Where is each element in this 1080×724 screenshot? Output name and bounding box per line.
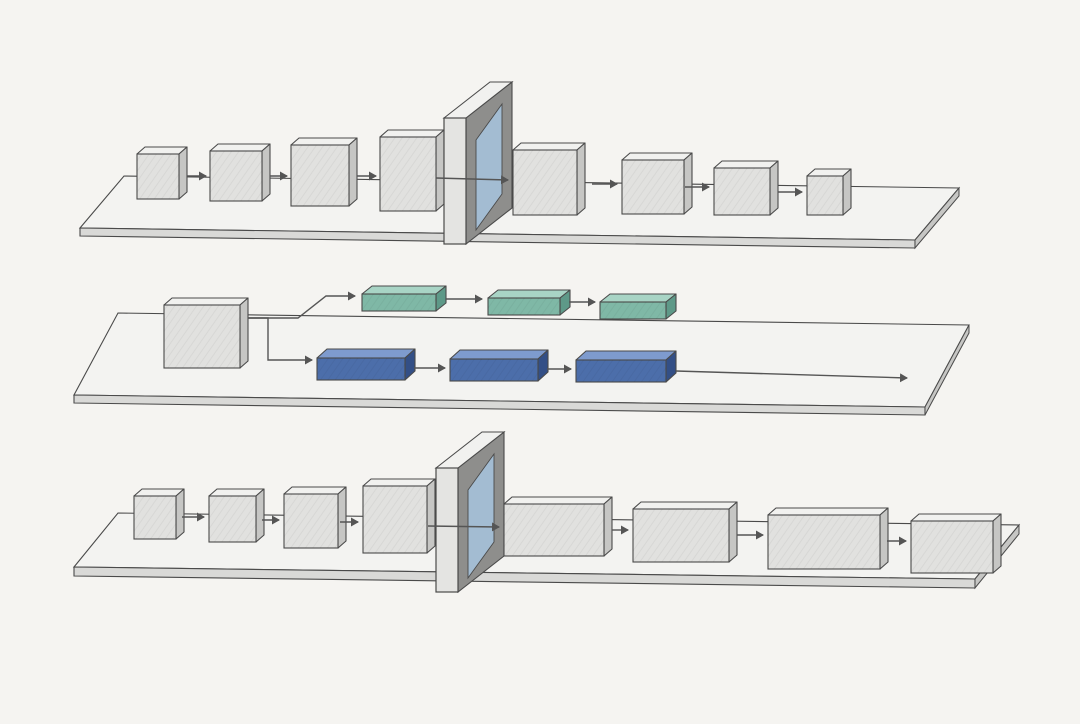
row3-block-1 xyxy=(133,488,185,540)
row1-block-4-shading xyxy=(380,137,436,211)
row2-blue-block-1-top xyxy=(316,348,416,359)
row1-arrow-4 xyxy=(435,175,509,185)
row1-block-5-top xyxy=(512,142,586,151)
row2-blue-block-1-shading xyxy=(317,358,405,380)
row3-block-6 xyxy=(632,501,738,563)
row1-platform-side xyxy=(914,186,960,250)
row1-block-5 xyxy=(512,142,586,216)
row1-block-3 xyxy=(290,137,358,207)
row3-block-3-shading xyxy=(284,494,338,548)
row1-block-2-top xyxy=(209,143,271,152)
row2-blue-block-2-shading xyxy=(450,359,538,381)
row2-teal-block-3-top xyxy=(599,293,677,303)
row3-block-4-shading xyxy=(363,486,427,553)
row3-block-7-side xyxy=(879,507,889,570)
row2-branch-arrow-teal xyxy=(248,291,356,319)
row3-block-8-top xyxy=(910,513,1002,522)
row2-output-arrow xyxy=(675,370,908,383)
row1-block-2-side xyxy=(261,143,271,202)
row1-block-7-top xyxy=(713,160,779,169)
row2-teal-block-1 xyxy=(361,285,447,312)
row3-block-2-side xyxy=(255,488,265,543)
row3-block-3-top xyxy=(283,486,347,495)
row1-block-1 xyxy=(136,146,188,200)
row2-blue-block-3-top xyxy=(575,350,677,361)
row1-gate-pillar xyxy=(443,117,467,245)
row2-blue-block-3-shading xyxy=(576,360,666,382)
row3-gate-glass xyxy=(467,452,495,580)
row1-block-1-shading xyxy=(137,154,179,199)
row1-block-7-shading xyxy=(714,168,770,215)
row1-block-2-shading xyxy=(210,151,262,201)
row2-source-block-top xyxy=(163,297,249,306)
row3-block-2-shading xyxy=(209,496,256,542)
row2-platform-side xyxy=(924,324,970,416)
row1-block-8 xyxy=(806,168,852,216)
row1-block-2 xyxy=(209,143,271,202)
row2-teal-block-1-shading xyxy=(362,294,436,311)
row2-teal-block-3-shading xyxy=(600,302,666,319)
row2-branch-arrow-blue xyxy=(248,317,313,365)
row3-block-2 xyxy=(208,488,265,543)
row2-blue-block-2 xyxy=(449,349,549,382)
row3-block-8-side xyxy=(992,513,1002,574)
row1-block-7-side xyxy=(769,160,779,216)
row2-source-block xyxy=(163,297,249,369)
row1-gate xyxy=(442,80,514,246)
row2-blue-block-2-top xyxy=(449,349,549,360)
row2-teal-block-2 xyxy=(487,289,571,316)
row3-block-1-shading xyxy=(134,496,176,539)
row1-block-8-side xyxy=(842,168,852,216)
row3-block-1-side xyxy=(175,488,185,540)
row1-block-6-side xyxy=(683,152,693,215)
row1-block-6-top xyxy=(621,152,693,161)
row3-block-3-side xyxy=(337,486,347,549)
row2-teal-block-3 xyxy=(599,293,677,320)
row3-block-6-shading xyxy=(633,509,729,562)
row1-block-3-side xyxy=(348,137,358,207)
row1-block-5-side xyxy=(576,142,586,216)
row3-block-8-shading xyxy=(911,521,993,573)
row1-block-4-side xyxy=(435,129,445,212)
row1-block-8-shading xyxy=(807,176,843,215)
row1-block-6 xyxy=(621,152,693,215)
row1-gate-glass xyxy=(475,102,503,232)
row3-block-6-side xyxy=(728,501,738,563)
row3-block-2-top xyxy=(208,488,265,497)
row3-gate-pillar xyxy=(435,467,459,593)
row3-block-5 xyxy=(503,496,613,557)
row1-block-1-side xyxy=(178,146,188,200)
row3-arrow-4 xyxy=(427,522,500,532)
row1-block-6-shading xyxy=(622,160,684,214)
row3-block-8 xyxy=(910,513,1002,574)
row1-block-3-top xyxy=(290,137,358,146)
row2-teal-block-2-shading xyxy=(488,298,560,315)
row2-source-block-shading xyxy=(164,305,240,368)
row3-block-6-top xyxy=(632,501,738,510)
row3-block-7-shading xyxy=(768,515,880,569)
row3-block-4-top xyxy=(362,478,436,487)
row3-block-4-side xyxy=(426,478,436,554)
row1-block-4-top xyxy=(379,129,445,138)
row3-block-7-top xyxy=(767,507,889,516)
row2-teal-block-1-top xyxy=(361,285,447,295)
row2-teal-block-2-top xyxy=(487,289,571,299)
row1-block-4 xyxy=(379,129,445,212)
row3-block-5-top xyxy=(503,496,613,505)
row3-block-7 xyxy=(767,507,889,570)
row3-block-5-shading xyxy=(504,504,604,556)
row1-block-3-shading xyxy=(291,145,349,206)
row3-block-4 xyxy=(362,478,436,554)
row1-block-7 xyxy=(713,160,779,216)
row2-source-block-side xyxy=(239,297,249,369)
row3-block-5-side xyxy=(603,496,613,557)
row3-block-3 xyxy=(283,486,347,549)
row1-block-5-shading xyxy=(513,150,577,215)
row2-blue-block-3 xyxy=(575,350,677,383)
row2-blue-block-1 xyxy=(316,348,416,381)
